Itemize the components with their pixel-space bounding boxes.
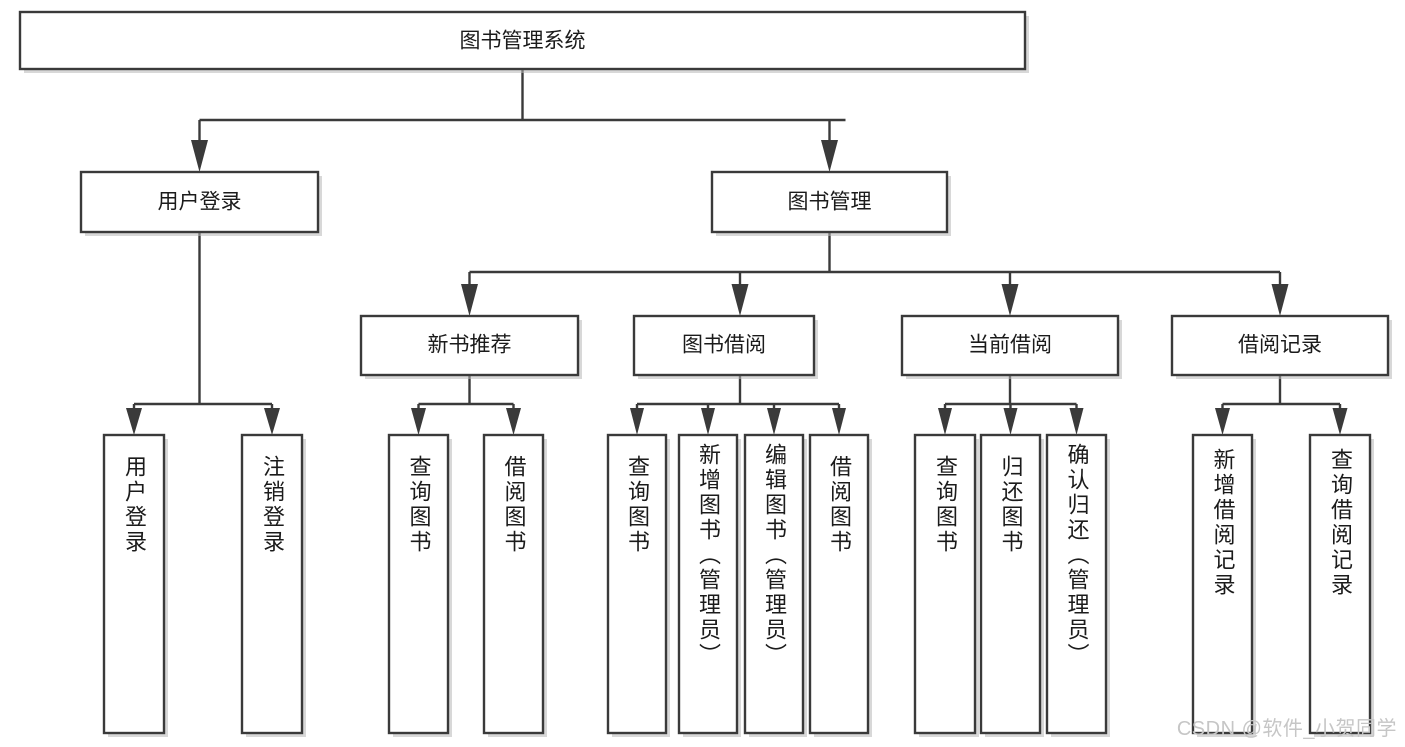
arrow-head-leaf-user-logout xyxy=(264,408,280,435)
node-leaf-query-book-rec[interactable] xyxy=(387,433,450,735)
arrow-head-leaf-edit-book-admin xyxy=(767,408,781,435)
node-root-label: 图书管理系统 xyxy=(460,30,586,53)
node-borrow-record-label: 借阅记录 xyxy=(1238,334,1322,357)
node-leaf-user-login[interactable] xyxy=(102,433,166,735)
node-book-borrow[interactable] xyxy=(632,314,816,377)
node-current-borrow[interactable] xyxy=(900,314,1120,377)
arrow-head-leaf-user-login xyxy=(126,408,142,435)
arrow-head-leaf-return-book xyxy=(1003,408,1018,435)
node-leaf-query-book-cb[interactable] xyxy=(913,433,977,735)
node-leaf-user-logout[interactable] xyxy=(240,433,304,735)
arrow-head-current-borrow xyxy=(1001,284,1019,316)
node-leaf-return-book[interactable] xyxy=(979,433,1042,735)
node-leaf-confirm-return-admin[interactable] xyxy=(1045,433,1108,735)
arrow-head-new-book-rec xyxy=(461,284,478,316)
node-user-login[interactable] xyxy=(79,170,320,234)
node-leaf-add-book-admin[interactable] xyxy=(677,433,739,735)
arrow-head-leaf-add-book-admin xyxy=(701,408,715,435)
node-user-login-label: 用户登录 xyxy=(158,191,242,214)
arrow-head-leaf-query-borrow-record xyxy=(1332,408,1348,435)
arrow-head-borrow-record xyxy=(1271,284,1289,316)
node-current-borrow-label: 当前借阅 xyxy=(968,334,1052,357)
arrow-head-leaf-query-book-bb xyxy=(630,408,644,435)
arrow-head-book-manage xyxy=(821,140,838,172)
node-leaf-add-borrow-record[interactable] xyxy=(1191,433,1254,735)
csdn-watermark: CSDN @软件_小贺同学 xyxy=(1176,718,1397,740)
arrow-head-leaf-borrow-book-rec xyxy=(506,408,521,435)
arrow-head-leaf-add-borrow-record xyxy=(1215,408,1230,435)
node-root[interactable] xyxy=(18,10,1027,71)
arrow-head-leaf-confirm-return-admin xyxy=(1069,408,1084,435)
node-borrow-record[interactable] xyxy=(1170,314,1390,377)
arrow-head-user-login xyxy=(191,140,208,172)
arrow-head-leaf-query-book-cb xyxy=(938,408,952,435)
node-new-book-rec-label: 新书推荐 xyxy=(428,334,512,357)
node-book-borrow-label: 图书借阅 xyxy=(682,334,766,357)
arrow-head-book-borrow xyxy=(731,284,749,316)
node-leaf-query-borrow-record[interactable] xyxy=(1308,433,1372,735)
node-layer: 图书管理系统 用户登录 图书管理 新书推荐 图书借阅 当前借阅 借阅记录 xyxy=(18,10,1392,737)
node-leaf-query-book-bb[interactable] xyxy=(606,433,668,735)
arrow-head-leaf-borrow-book-bb xyxy=(832,408,846,435)
arrow-head-leaf-query-book-rec xyxy=(411,408,426,435)
node-book-manage[interactable] xyxy=(710,170,949,234)
node-leaf-borrow-book-rec[interactable] xyxy=(482,433,545,735)
connector-layer xyxy=(126,69,1348,435)
node-new-book-rec[interactable] xyxy=(359,314,580,377)
node-leaf-edit-book-admin[interactable] xyxy=(743,433,805,735)
node-leaf-borrow-book-bb[interactable] xyxy=(808,433,870,735)
node-book-manage-label: 图书管理 xyxy=(788,191,872,214)
